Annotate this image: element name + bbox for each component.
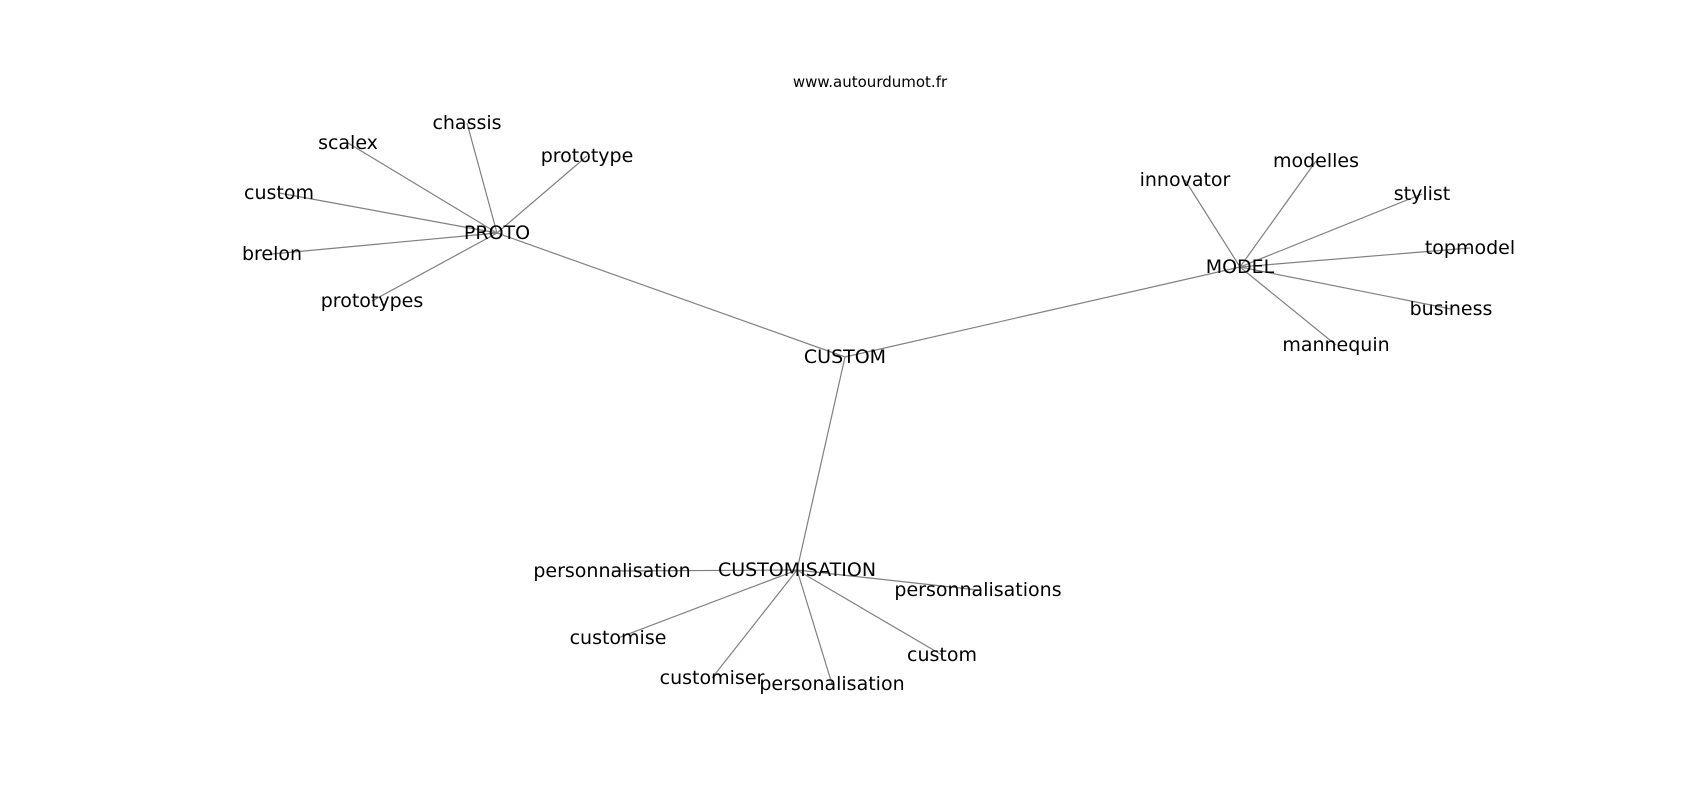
edge-center-customisation — [796, 356, 846, 571]
edge-model-modelles — [1239, 160, 1317, 268]
edge-model-topmodel — [1239, 247, 1471, 268]
edge-customisation-custom — [796, 569, 943, 656]
leaf-node-label: stylist — [1394, 183, 1451, 205]
leaf-node-label: custom — [244, 182, 314, 204]
edge-proto-chassis — [466, 122, 498, 234]
edge-customisation-customiser — [711, 569, 798, 679]
leaf-node-label: personnalisation — [533, 560, 690, 582]
leaf-node-label: scalex — [318, 132, 378, 154]
edge-customisation-personnalisation — [611, 569, 798, 572]
hub-node-label: CUSTOMISATION — [718, 559, 876, 581]
leaf-node-label: business — [1410, 298, 1493, 320]
edge-customisation-personnalisations — [796, 569, 979, 591]
edge-model-business — [1239, 266, 1452, 310]
edge-proto-scalex — [347, 142, 498, 234]
hub-node-label: MODEL — [1206, 256, 1275, 278]
edge-proto-custom — [278, 192, 498, 234]
edge-customisation-customise — [617, 569, 798, 639]
edge-proto-prototypes — [371, 232, 498, 302]
graph-edges — [271, 122, 1471, 685]
edge-model-mannequin — [1239, 266, 1337, 346]
leaf-node-label: personnalisations — [894, 579, 1061, 601]
hub-node-label: PROTO — [464, 222, 530, 244]
edge-customisation-personalisation — [796, 569, 833, 685]
leaf-node-label: customiser — [660, 667, 765, 689]
edge-proto-brelon — [271, 232, 498, 255]
center-node-label: CUSTOM — [804, 346, 886, 368]
leaf-node-label: prototype — [541, 145, 634, 167]
graph-nodes: CUSTOM PROTO chassis scalex prototype custom b… — [242, 112, 1515, 695]
edge-model-stylist — [1239, 193, 1423, 268]
edge-model-innovator — [1184, 179, 1241, 268]
leaf-node-label: innovator — [1140, 169, 1231, 191]
leaf-node-label: prototypes — [321, 290, 424, 312]
leaf-node-label: modelles — [1273, 150, 1359, 172]
leaf-node-label: customise — [570, 627, 667, 649]
leaf-node-label: topmodel — [1425, 237, 1515, 259]
leaf-node-label: personalisation — [759, 673, 904, 695]
edge-center-model — [844, 266, 1241, 358]
leaf-node-label: mannequin — [1282, 334, 1389, 356]
edge-proto-prototype — [496, 155, 588, 234]
leaf-node-label: custom — [907, 644, 977, 666]
leaf-node-label: chassis — [432, 112, 501, 134]
leaf-node-label: brelon — [242, 243, 302, 265]
site-url-label: www.autourdumot.fr — [793, 73, 948, 91]
edge-center-proto — [496, 232, 846, 358]
